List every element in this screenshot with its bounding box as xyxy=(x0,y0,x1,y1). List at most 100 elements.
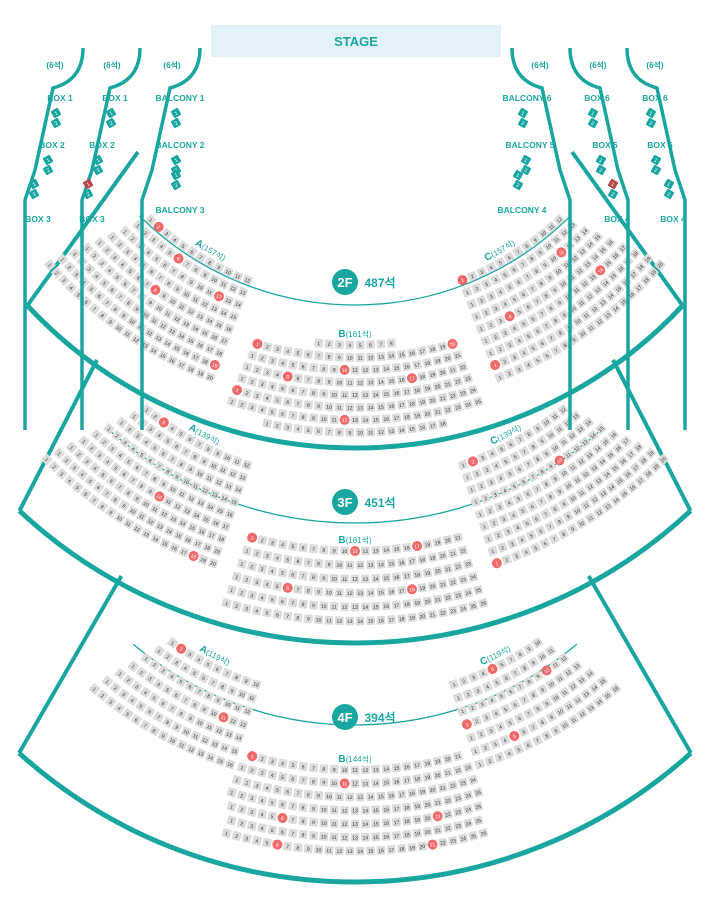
seat[interactable]: 18 xyxy=(422,358,433,368)
seat[interactable]: 19 xyxy=(417,397,428,407)
seat[interactable]: 12 xyxy=(350,390,360,400)
seat[interactable]: 11 xyxy=(345,560,355,570)
box-seat[interactable]: 1 xyxy=(520,154,532,166)
seat[interactable]: 11 xyxy=(571,474,583,486)
seat[interactable]: 5 xyxy=(267,797,278,808)
seat[interactable]: 4 xyxy=(499,485,511,496)
seat[interactable]: 19 xyxy=(407,842,417,853)
seat[interactable]: 5 xyxy=(355,340,365,350)
seat[interactable]: 9 xyxy=(319,777,329,787)
seat[interactable]: 8 xyxy=(189,699,201,711)
seat[interactable]: 6 xyxy=(282,582,293,593)
seat[interactable]: 5 xyxy=(518,318,530,330)
seat[interactable]: 9 xyxy=(329,364,339,374)
seat[interactable]: 15 xyxy=(396,349,407,360)
seat[interactable]: 3 xyxy=(241,833,252,844)
seat[interactable]: 11 xyxy=(554,672,566,685)
seat[interactable]: 11 xyxy=(334,792,344,802)
seat[interactable]: 11 xyxy=(163,496,175,508)
seat[interactable]: 5 xyxy=(521,517,533,529)
seat[interactable]: 9 xyxy=(540,448,552,460)
seat[interactable]: 17 xyxy=(391,600,402,610)
seat[interactable]: 8 xyxy=(541,730,553,742)
seat[interactable]: 1 xyxy=(88,683,101,695)
box-seat[interactable]: 2 xyxy=(512,179,524,191)
seat[interactable]: 10 xyxy=(567,492,579,504)
seat[interactable]: 6 xyxy=(92,481,105,494)
seat[interactable]: 14 xyxy=(578,225,591,238)
seat[interactable]: 3 xyxy=(241,603,252,614)
seat[interactable]: 1 xyxy=(44,259,56,271)
seat[interactable]: 10 xyxy=(545,678,557,690)
seat[interactable]: 5 xyxy=(504,281,516,293)
seat[interactable]: 19 xyxy=(412,801,422,811)
box-seat[interactable]: 1 xyxy=(517,107,529,119)
seat[interactable]: 6 xyxy=(509,699,521,711)
seat[interactable]: 2 xyxy=(48,461,60,473)
seat[interactable]: 19 xyxy=(212,545,223,557)
seat[interactable]: 23 xyxy=(453,590,464,601)
seat[interactable]: 9 xyxy=(545,711,557,723)
seat[interactable]: 14 xyxy=(599,277,612,289)
seat[interactable]: 21 xyxy=(432,797,443,808)
seat[interactable]: 5 xyxy=(303,425,313,435)
seat[interactable]: 7 xyxy=(298,571,308,581)
seat[interactable]: 18 xyxy=(407,788,417,798)
seat[interactable]: 2 xyxy=(493,529,504,541)
seat[interactable]: 15 xyxy=(371,415,381,424)
seat[interactable]: 8 xyxy=(308,388,319,398)
seat[interactable]: 12 xyxy=(576,708,588,720)
seat[interactable]: 23 xyxy=(457,777,469,789)
seat[interactable]: 8 xyxy=(203,690,215,702)
seat[interactable]: 4 xyxy=(508,322,520,334)
seat[interactable]: 7 xyxy=(544,520,556,533)
box-seat[interactable]: 1 xyxy=(170,154,182,166)
seat[interactable]: 2 xyxy=(488,517,500,529)
seat[interactable]: 4 xyxy=(490,460,502,472)
seat[interactable]: 1 xyxy=(237,373,248,384)
seat[interactable]: 1 xyxy=(237,762,248,773)
seat[interactable]: 1 xyxy=(246,750,258,762)
seat[interactable]: 13 xyxy=(223,480,234,492)
seat[interactable]: 3 xyxy=(494,501,505,513)
seat[interactable]: 6 xyxy=(298,361,308,372)
seat[interactable]: 14 xyxy=(355,846,365,856)
seat[interactable]: 11 xyxy=(585,322,597,334)
seat[interactable]: 15 xyxy=(618,488,630,500)
seat[interactable]: 11 xyxy=(324,615,334,625)
seat[interactable]: 7 xyxy=(293,788,303,798)
seat[interactable]: 7 xyxy=(535,496,548,508)
seat[interactable]: 7 xyxy=(376,339,386,349)
seat[interactable]: 13 xyxy=(366,377,376,387)
seat[interactable]: 13 xyxy=(571,233,583,245)
seat[interactable]: 11 xyxy=(350,546,360,556)
seat[interactable]: 5 xyxy=(508,729,521,742)
box-seat[interactable]: 2 xyxy=(517,117,529,129)
box-seat[interactable]: 1 xyxy=(170,107,182,119)
seat[interactable]: 5 xyxy=(513,306,525,318)
seat[interactable]: 10 xyxy=(180,476,193,488)
seat[interactable]: 13 xyxy=(586,271,599,283)
seat[interactable]: 16 xyxy=(621,468,634,481)
seat[interactable]: 12 xyxy=(345,792,355,802)
seat[interactable]: 2 xyxy=(485,319,497,331)
seat[interactable]: 5 xyxy=(282,554,293,565)
seat[interactable]: 21 xyxy=(447,364,458,376)
seat[interactable]: 15 xyxy=(173,530,185,541)
box-seat[interactable]: 2 xyxy=(50,117,62,129)
seat[interactable]: 5 xyxy=(272,784,283,795)
seat[interactable]: 2 xyxy=(262,341,273,352)
seat[interactable]: 3 xyxy=(504,339,516,351)
seat[interactable]: 5 xyxy=(98,277,111,289)
seat[interactable]: 10 xyxy=(181,288,193,300)
seat[interactable]: 13 xyxy=(574,423,586,435)
seat[interactable]: 22 xyxy=(442,404,453,415)
seat[interactable]: 24 xyxy=(468,571,479,583)
seat[interactable]: 5 xyxy=(282,371,294,383)
seat[interactable]: 10 xyxy=(571,505,583,517)
seat[interactable]: 21 xyxy=(442,379,453,389)
seat[interactable]: 1 xyxy=(116,417,128,429)
seat[interactable]: 6 xyxy=(527,313,539,325)
seat[interactable]: 13 xyxy=(237,472,248,483)
seat[interactable]: 4 xyxy=(262,579,273,590)
